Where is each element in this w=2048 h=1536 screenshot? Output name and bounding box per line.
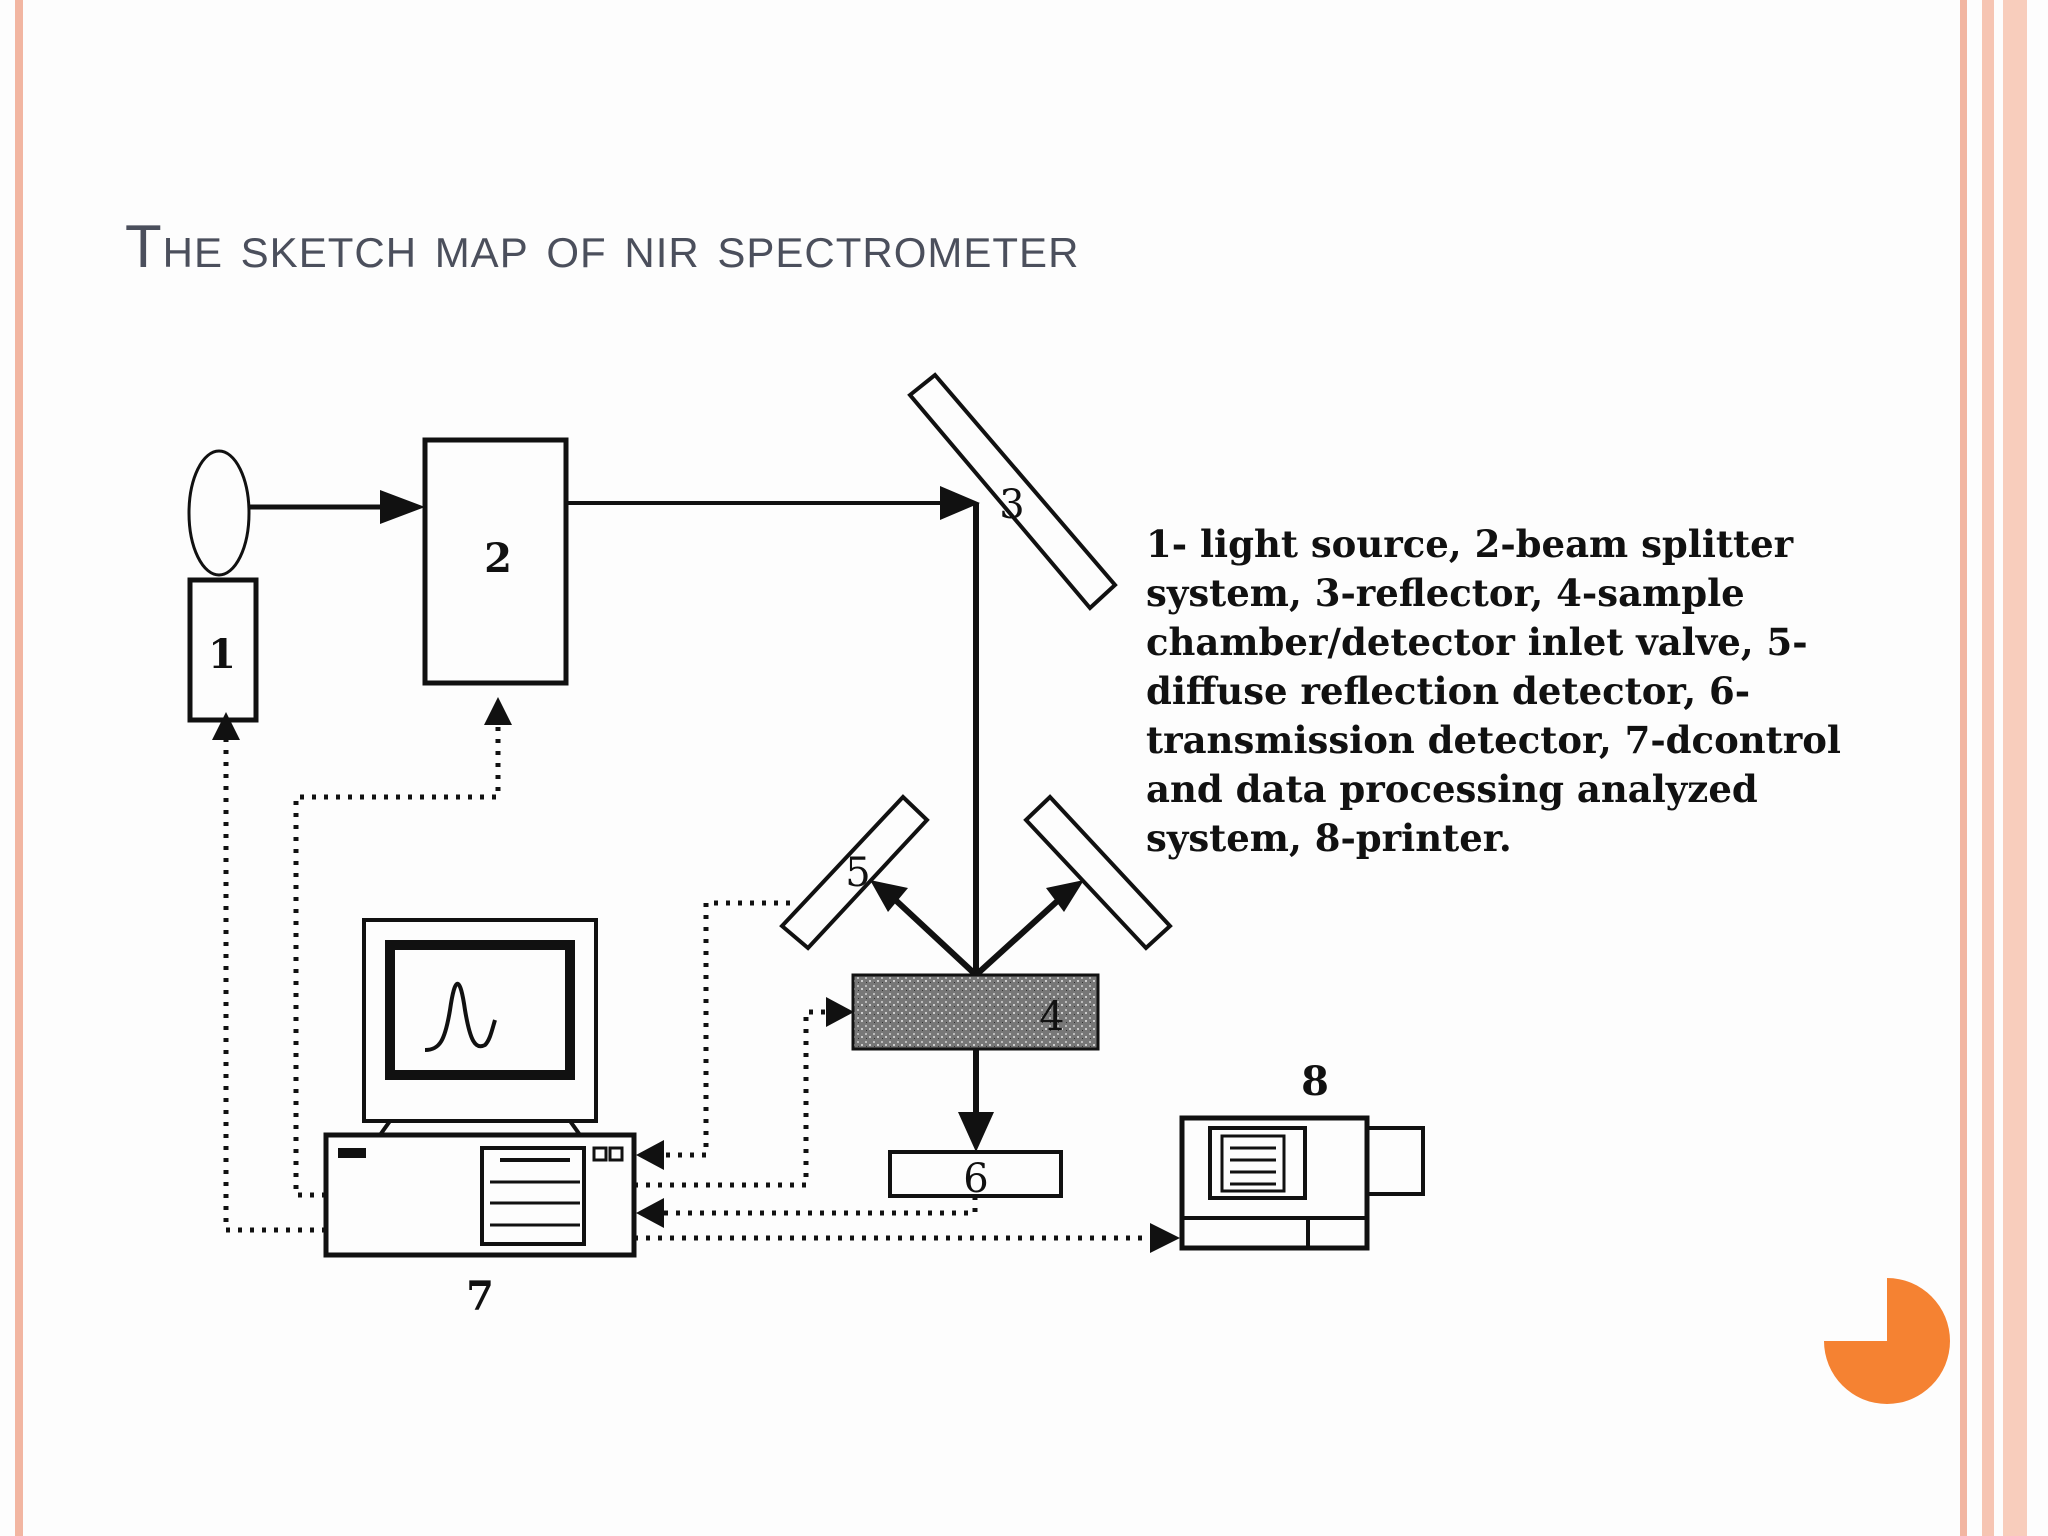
label-5: 5	[845, 850, 870, 896]
control-line-from-transmission	[660, 1196, 978, 1216]
label-1: 1	[208, 631, 236, 678]
right-border-stripe	[1982, 0, 1994, 1536]
arrowhead	[636, 1140, 664, 1170]
control-line-to-sample	[634, 1009, 830, 1188]
label-2: 2	[484, 535, 512, 582]
transmission-detector-component: 6	[888, 1150, 1063, 1202]
arrowhead	[1150, 1223, 1180, 1253]
case-button	[592, 1146, 608, 1162]
control-line-from-diffuse	[660, 900, 790, 1158]
legend-line: system, 3-reflector, 4-sample	[1146, 571, 1745, 615]
legend-line: diffuse reflection detector, 6-	[1146, 669, 1751, 713]
computer-component: 7	[323, 918, 637, 1320]
light-bulb-shape	[187, 449, 251, 577]
control-line-to-splitter	[293, 720, 501, 1198]
beam-arrow-to-diffuse	[887, 892, 979, 978]
label-3: 3	[999, 482, 1024, 528]
case-badge	[338, 1148, 366, 1158]
arrowhead	[826, 997, 854, 1027]
monitor-screen	[385, 940, 575, 1080]
diffuse-detector-component: 5	[779, 794, 930, 951]
arrowhead	[870, 880, 908, 912]
diffuse-detector-plate	[779, 794, 930, 951]
legend-line: chamber/detector inlet valve, 5-	[1146, 620, 1808, 664]
reflector-plate-right	[1023, 794, 1173, 951]
drive-bay	[480, 1146, 586, 1246]
sample-chamber-component: 4	[851, 973, 1100, 1051]
reflector-component: 3	[907, 372, 1118, 611]
label-4: 4	[1039, 994, 1064, 1040]
left-border-stripe	[15, 0, 23, 1536]
arrowhead	[940, 486, 980, 520]
legend-line: 1- light source, 2-beam splitter	[1146, 522, 1794, 566]
light-source-component: 1	[187, 449, 259, 723]
arrowhead	[484, 697, 512, 725]
printer-output-tray	[1365, 1126, 1425, 1196]
right-border-stripe	[1960, 0, 1967, 1536]
beam-arrow-to-right	[973, 892, 1067, 978]
spectrum-curve	[424, 982, 497, 1052]
arrowhead	[380, 490, 425, 524]
printer-component: 8	[1179, 1058, 1425, 1251]
legend-line: system, 8-printer.	[1146, 816, 1512, 860]
pie-chart-icon	[1824, 1278, 1950, 1404]
printer-display	[1220, 1134, 1286, 1193]
diagram-legend: 1- light source, 2-beam splitter system,…	[1146, 520, 1866, 863]
control-signal-lines	[223, 720, 1150, 1241]
arrowhead	[1046, 880, 1084, 912]
monitor-outer	[362, 918, 598, 1123]
legend-line: transmission detector, 7-dcontrol	[1146, 718, 1841, 762]
arrowhead	[636, 1198, 664, 1228]
legend-line: and data processing analyzed	[1146, 767, 1758, 811]
sample-chamber-box	[851, 973, 1100, 1051]
reflector-plate	[907, 372, 1118, 611]
slide-title: The sketch map of nir spectrometer	[125, 213, 1080, 280]
right-border-stripe	[2003, 0, 2027, 1536]
printer-panel	[1208, 1126, 1307, 1200]
label-7: 7	[466, 1273, 494, 1320]
arrowhead	[212, 712, 240, 740]
label-8: 8	[1301, 1058, 1329, 1105]
beam-splitter-box	[422, 437, 569, 686]
arrowhead	[958, 1112, 994, 1152]
label-6: 6	[963, 1156, 988, 1202]
case-button	[608, 1146, 624, 1162]
beam-splitter-component: 2	[422, 437, 569, 686]
control-line-to-source	[223, 740, 326, 1233]
